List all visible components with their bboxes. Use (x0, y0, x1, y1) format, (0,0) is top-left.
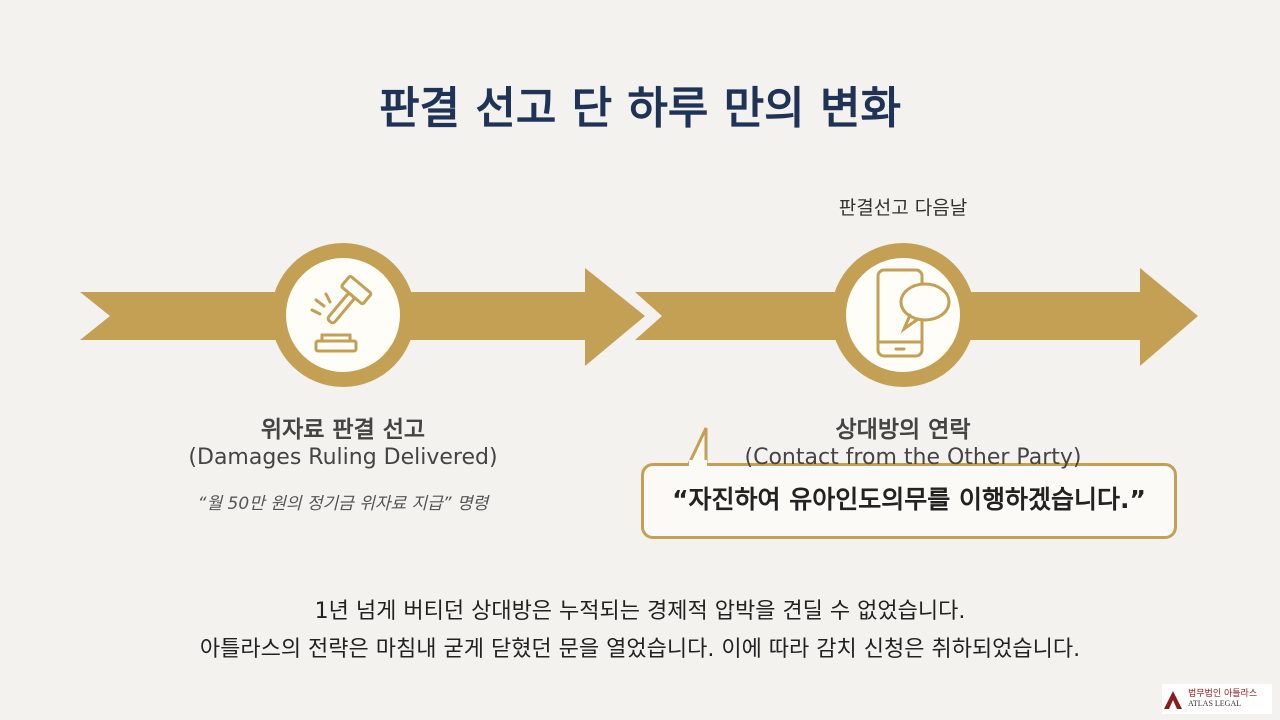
step2-date-label: 판결선고 다음날 (838, 197, 968, 219)
body-line-2: 아틀라스의 전략은 마침내 굳게 닫혔던 문을 열었습니다. 이에 따라 감치 … (199, 637, 1081, 662)
body-line-1: 1년 넘게 버티던 상대방은 누적되는 경제적 압박을 견딜 수 없었습니다. (314, 599, 966, 624)
gavel-icon (271, 243, 415, 387)
bubble-tail (686, 427, 708, 467)
step2-title: 상대방의 연락 (835, 417, 971, 443)
quote-text: “자진하여 유아인도의무를 이행하겠습니다.” (672, 485, 1146, 514)
logo-mark-icon (1164, 691, 1182, 709)
bubble-tail-joint (689, 460, 707, 468)
quote-bubble (641, 463, 1177, 539)
step2-subtitle: (Contact from the Other Party) (744, 445, 1082, 470)
step1-subtitle: (Damages Ruling Delivered) (188, 445, 498, 470)
logo-english: ATLAS LEGAL (1188, 698, 1242, 708)
logo-text: 법무법인 아틀라스 ATLAS LEGAL (1188, 688, 1258, 709)
logo-korean: 법무법인 아틀라스 (1188, 688, 1258, 699)
atlas-legal-logo: 법무법인 아틀라스 ATLAS LEGAL (1162, 684, 1272, 714)
phone-chat-icon (831, 243, 975, 387)
page-title: 판결 선고 단 하루 만의 변화 (379, 83, 901, 134)
step1-note: “월 50만 원의 정기금 위자료 지급” 명령 (197, 494, 489, 514)
step1-title: 위자료 판결 선고 (260, 417, 426, 443)
